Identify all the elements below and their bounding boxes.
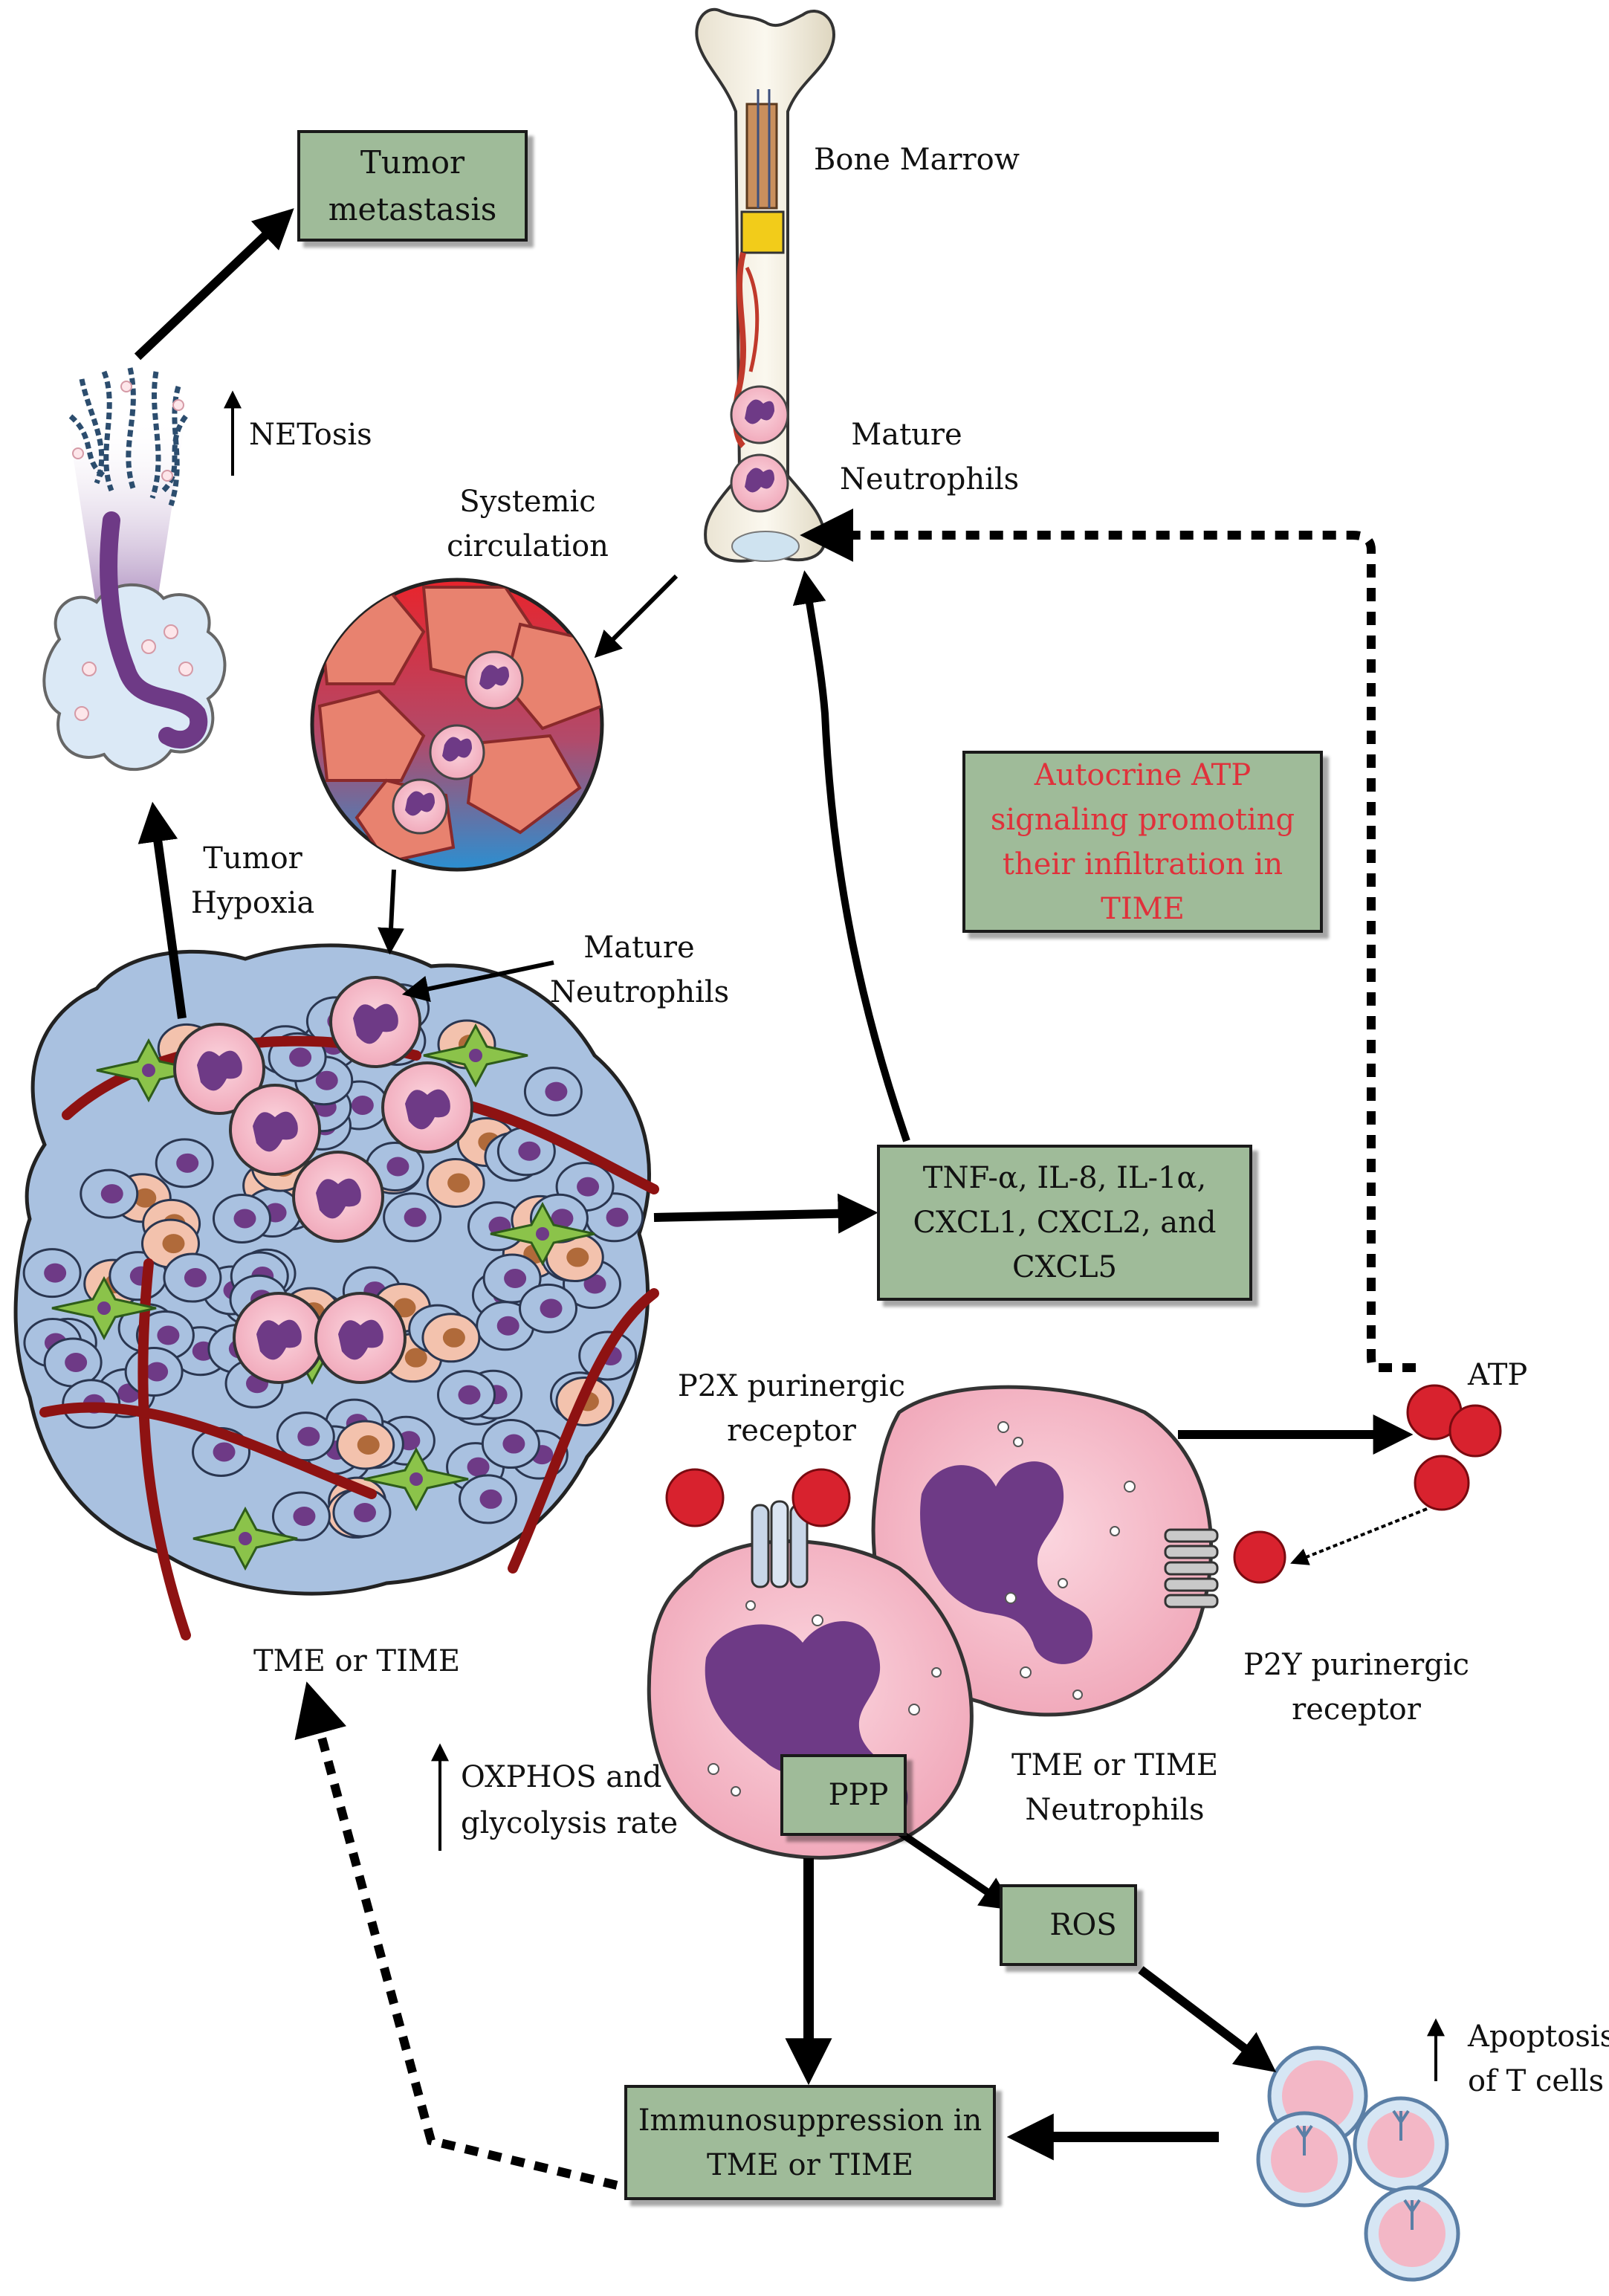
apoptosis-label: Apoptosis of T cells — [1468, 2019, 1609, 2098]
tme-time-label: TME or TIME — [253, 1644, 461, 1678]
systemic-circulation-illustration — [310, 578, 604, 872]
netosis-label: NETosis — [249, 418, 372, 452]
systemic-circulation-label: Systemic circulation — [447, 485, 609, 563]
oxphos-label: OXPHOS and glycolysis rate — [461, 1760, 679, 1840]
arrow-ppp-to-ros — [897, 1828, 1014, 1911]
p2x-receptor-label: P2X purinergic receptor — [677, 1369, 906, 1448]
tumor-neutrophils — [173, 976, 473, 1384]
arrow-tumor-to-cytokines — [653, 1193, 878, 1234]
mature-neutrophils-bm-label: Mature Neutrophils — [840, 418, 1020, 497]
apoptotic-t-cells-illustration — [1256, 2046, 1460, 2282]
bm-neutrophil-1 — [730, 385, 789, 444]
tumor-hypoxia-label: Tumor Hypoxia — [190, 841, 315, 920]
arrows — [134, 208, 1445, 2190]
tme-neutrophils-label: TME or TIME Neutrophils — [1011, 1748, 1219, 1827]
p2y-receptor-icon — [1164, 1528, 1219, 1608]
tumor-metastasis-box: Tumor metastasis — [297, 130, 528, 242]
p2x-receptor-icon — [751, 1500, 809, 1588]
bone-marrow-label: Bone Marrow — [814, 143, 1020, 177]
ppp-label: PPP — [828, 1778, 889, 1812]
arrow-ros-to-tcells — [1138, 1966, 1277, 2073]
circulating-neutrophils — [392, 650, 524, 835]
immunosuppression-label: Immunosuppression in TME or TIME — [638, 2103, 982, 2182]
autocrine-atp-label: Autocrine ATP signaling promoting their … — [990, 757, 1295, 926]
autocrine-atp-box: Autocrine ATP signaling promoting their … — [962, 751, 1323, 933]
ros-box: ROS — [1000, 1884, 1137, 1966]
immunosuppression-box: Immunosuppression in TME or TIME — [624, 2085, 996, 2200]
arrow-immunosuppression-to-tme-dashed — [294, 1681, 618, 2190]
arrow-to-mature-neutrophils — [401, 960, 554, 1003]
tumor-mass-illustration — [13, 943, 659, 1640]
mature-neutrophils-tumor-label: Mature Neutrophils — [550, 931, 730, 1009]
ros-label: ROS — [1049, 1908, 1117, 1942]
atp-label: ATP — [1468, 1358, 1528, 1392]
bm-neutrophil-2 — [730, 453, 789, 513]
arrow-bm-to-circulation — [594, 574, 679, 659]
tumor-metastasis-label: Tumor metastasis — [328, 144, 497, 227]
arrow-circulation-to-tumor — [378, 869, 405, 955]
arrow-tumor-to-netosis — [137, 801, 187, 1019]
cytokines-box: TNF-α, IL-8, IL-1α, CXCL1, CXCL2, and CX… — [877, 1145, 1252, 1301]
arrow-cytokines-to-bm — [792, 570, 910, 1142]
bone-marrow-illustration — [695, 7, 835, 563]
cytokines-label: TNF-α, IL-8, IL-1α, CXCL1, CXCL2, and CX… — [913, 1161, 1217, 1284]
atp-molecules — [665, 1384, 1502, 1584]
netosis-cell-illustration — [42, 367, 227, 771]
arrow-atp-to-p2y — [1290, 1507, 1428, 1565]
p2y-receptor-label: P2Y purinergic receptor — [1243, 1648, 1470, 1727]
arrow-atp-to-bm-dashed — [800, 508, 1416, 1372]
arrow-to-metastasis — [134, 208, 294, 360]
ppp-box: PPP — [780, 1754, 907, 1836]
